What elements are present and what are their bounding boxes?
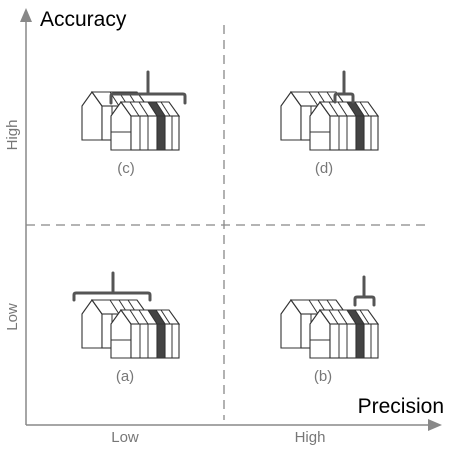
- panel-label: (c): [117, 160, 135, 177]
- y-axis-title: Accuracy: [40, 8, 127, 31]
- panel-a: (a): [72, 271, 180, 385]
- x-tick-low: Low: [111, 429, 139, 446]
- estimate-bracket: [72, 271, 152, 302]
- greenhouse-illustration: [280, 91, 379, 151]
- panel-label: (d): [315, 160, 333, 177]
- panel-c: (c): [81, 70, 187, 177]
- greenhouse-illustration: [81, 299, 180, 359]
- greenhouse-illustration: [81, 91, 180, 151]
- greenhouse-illustration: [280, 299, 379, 359]
- panel-label: (b): [314, 368, 332, 385]
- estimate-bracket: [109, 70, 187, 105]
- panel-label: (a): [116, 368, 134, 385]
- y-axis-arrowhead: [20, 8, 32, 22]
- x-axis-title: Precision: [358, 395, 444, 418]
- estimate-bracket: [333, 70, 355, 104]
- x-axis-arrowhead: [428, 419, 442, 431]
- y-tick-high: High: [4, 120, 21, 151]
- panel-b: (b): [280, 275, 379, 385]
- x-tick-high: High: [295, 429, 326, 446]
- y-tick-low: Low: [4, 303, 21, 331]
- panel-d: (d): [280, 70, 379, 177]
- estimate-bracket: [353, 275, 376, 307]
